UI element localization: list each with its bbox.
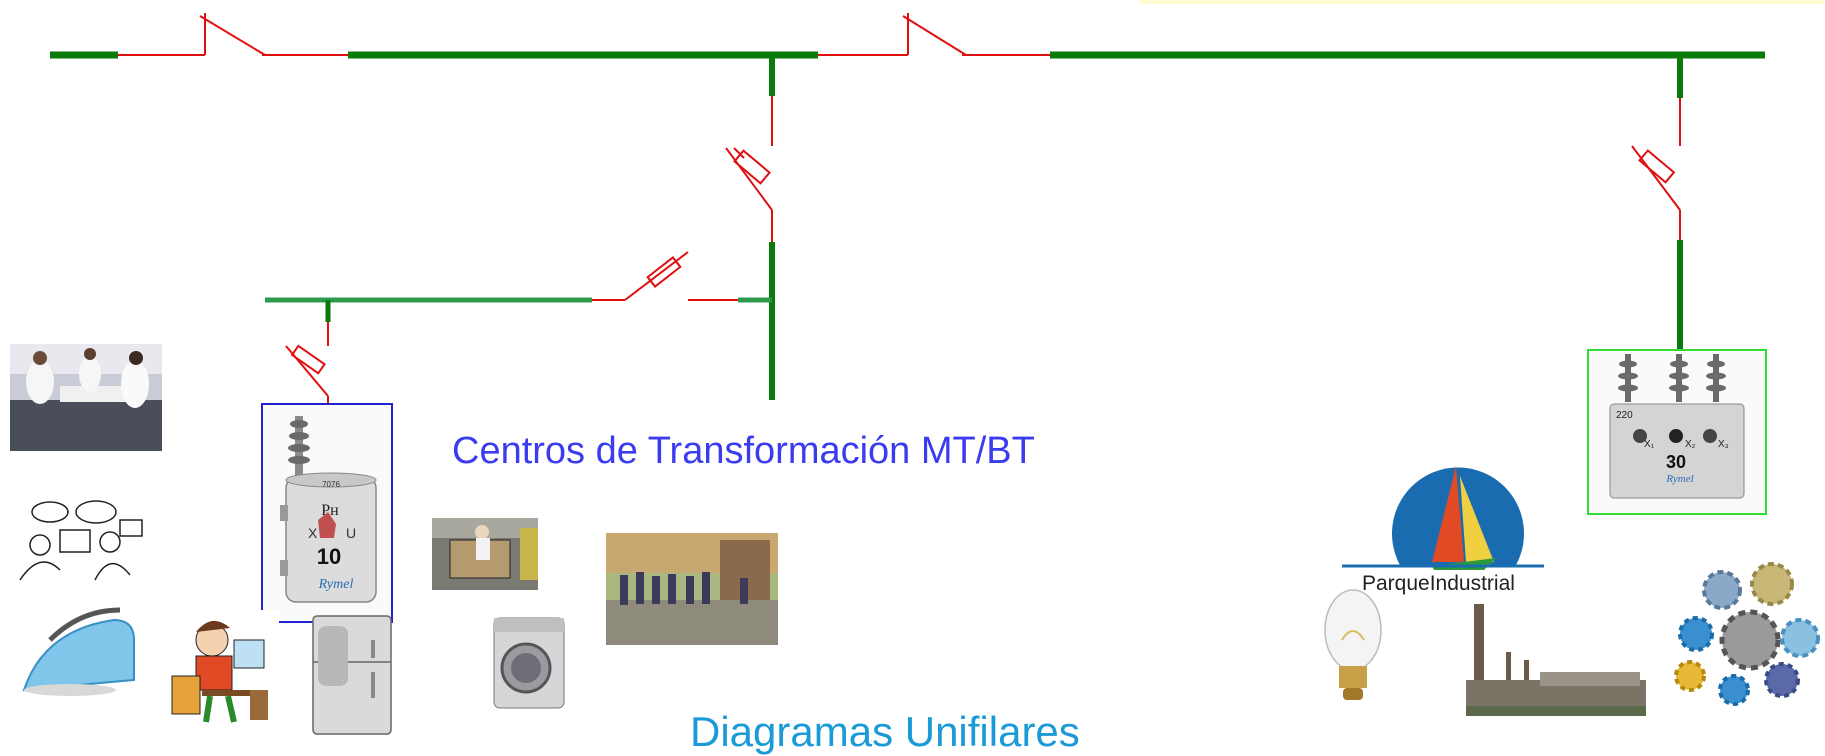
office-meeting-icon: [10, 344, 162, 451]
centros-transformacion-title: Centros de Transformación MT/BT: [452, 430, 1035, 472]
office-worker-icon: [161, 610, 279, 726]
terminal-x: X: [308, 525, 318, 541]
parque-industrial-logo: [1342, 466, 1544, 570]
iron-icon: [22, 607, 135, 696]
fuse-cutout-icon: [624, 251, 689, 301]
office-cartoon-icon: [12, 500, 144, 588]
terminal-u: U: [346, 525, 356, 541]
three-phase-transformer-icon: 220 X₁ X₂ X₃ 30 Rymel: [1587, 349, 1767, 515]
transformer-brand: Rymel: [1665, 473, 1693, 485]
transformer-rating: 30: [1666, 452, 1686, 472]
diagramas-unifilares-title: Diagramas Unifilares: [690, 708, 1080, 755]
fuse-cutout-icon: [285, 344, 329, 404]
street-crowd-icon: [606, 533, 778, 645]
circuit-breaker-icon: [818, 13, 1050, 56]
fuse-cutout-icon: [1631, 145, 1681, 240]
transformer-voltage: 220: [1616, 410, 1633, 421]
transformer-rating: 10: [317, 544, 341, 569]
market-cart-icon: [432, 518, 538, 590]
gears-icon: [1674, 562, 1820, 706]
transformer-brand: Rymel: [318, 577, 354, 592]
light-bulb-icon: [1324, 589, 1382, 700]
parque-industrial-label: ParqueIndustrial: [1362, 572, 1515, 595]
circuit-breaker-icon: [118, 13, 348, 56]
transformer-plate: 7076: [322, 480, 340, 489]
terminal-x3: X₃: [1718, 439, 1729, 450]
top-banner: [1140, 0, 1825, 4]
factory-icon: [1466, 600, 1646, 716]
washing-machine-icon: [493, 617, 565, 709]
terminal-x2: X₂: [1685, 439, 1696, 450]
distribution-transformer-icon: 7076 Pн X U 10 Rymel: [261, 403, 393, 623]
fuse-cutout-icon: [725, 147, 773, 242]
refrigerator-icon: [312, 615, 392, 735]
terminal-x1: X₁: [1644, 439, 1655, 450]
